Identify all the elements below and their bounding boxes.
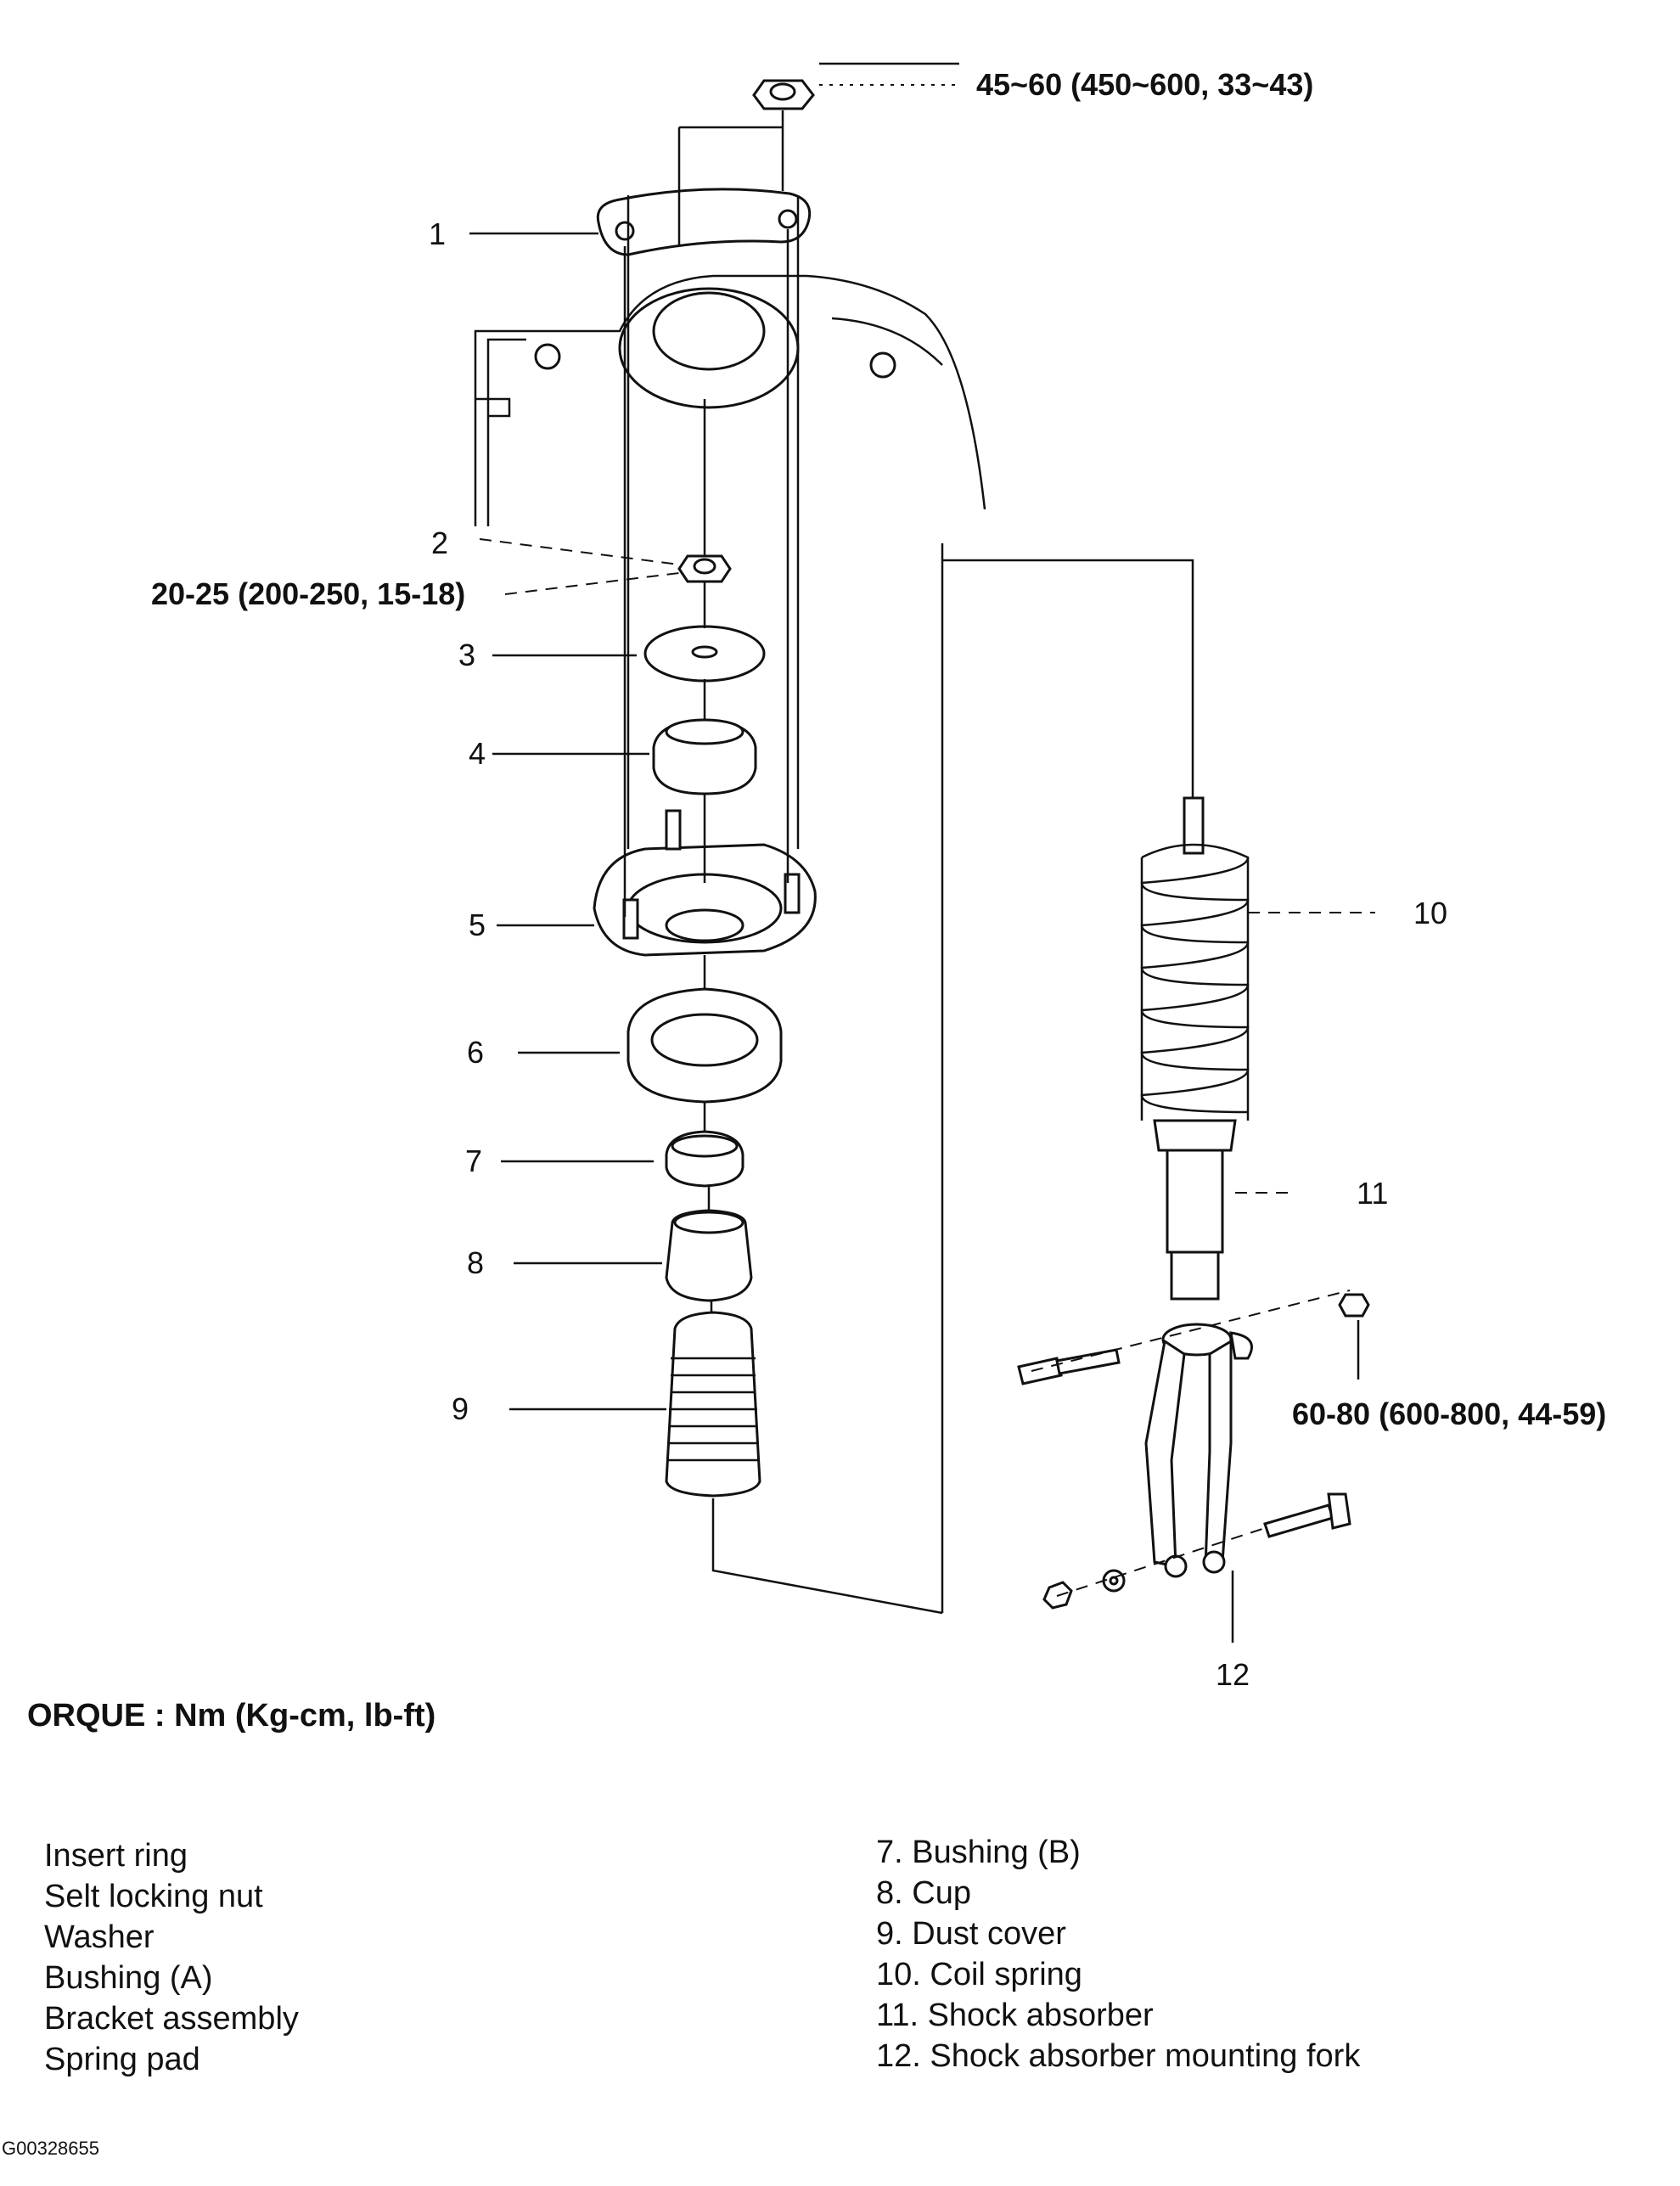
strut-tower-body <box>474 274 986 526</box>
callout-1: 1 <box>429 216 446 251</box>
leader-lines <box>469 62 1375 1643</box>
assembly-guide-lines <box>623 110 1351 1615</box>
callout-11: 11 <box>1357 1176 1388 1211</box>
legend-item: 10. Coil spring <box>876 1957 1082 1992</box>
callout-6: 6 <box>467 1035 484 1070</box>
legend-item: Insert ring <box>44 1838 188 1874</box>
callout-8: 8 <box>467 1245 484 1280</box>
bushing-a <box>652 718 757 795</box>
fork-nut-upper <box>1338 1293 1370 1318</box>
washer <box>643 625 766 683</box>
top-nut <box>752 79 815 110</box>
callout-12: 12 <box>1216 1657 1250 1692</box>
legend-item: 7. Bushing (B) <box>876 1835 1081 1870</box>
self-locking-nut <box>677 554 732 583</box>
callout-2: 2 <box>431 525 448 560</box>
callout-9: 9 <box>452 1391 469 1426</box>
shock-absorber <box>1153 1119 1237 1301</box>
legend-item: 8. Cup <box>876 1875 971 1911</box>
insert-ring <box>596 188 812 256</box>
spring-pad <box>626 987 783 1104</box>
bushing-b <box>665 1130 744 1188</box>
legend-item: 12. Shock absorber mounting fork <box>876 2038 1361 2074</box>
legend-item: Spring pad <box>44 2042 200 2077</box>
callout-5: 5 <box>469 908 486 942</box>
bracket-assembly <box>593 809 817 957</box>
legend-item: Washer <box>44 1919 155 1955</box>
torque-spec-self-locking-nut: 20-25 (200-250, 15-18) <box>151 576 465 611</box>
parts-legend-left: Insert ring Selt locking nut Washer Bush… <box>44 1835 299 2080</box>
fork-bolt-upper <box>1017 1348 1121 1385</box>
torque-unit-note: ORQUE : Nm (Kg-cm, lb-ft) <box>27 1698 436 1734</box>
figure-id: G00328655 <box>2 2138 99 2159</box>
coil-spring <box>1140 796 1250 1121</box>
fork-washer <box>1102 1569 1126 1593</box>
callout-7: 7 <box>465 1144 482 1178</box>
torque-spec-fork-bolt: 60-80 (600-800, 44-59) <box>1292 1396 1606 1431</box>
shock-absorber-mounting-fork <box>1144 1323 1253 1578</box>
torque-spec-top-nut: 45~60 (450~600, 33~43) <box>976 67 1313 102</box>
callout-10: 10 <box>1413 896 1447 930</box>
legend-item: Selt locking nut <box>44 1879 263 1914</box>
dust-cover <box>665 1311 761 1498</box>
fork-bolt-lower <box>1263 1492 1351 1538</box>
callout-3: 3 <box>458 638 475 672</box>
callout-4: 4 <box>469 736 486 771</box>
cup <box>665 1209 753 1302</box>
legend-item: 11. Shock absorber <box>876 1998 1154 2033</box>
legend-item: 9. Dust cover <box>876 1916 1066 1952</box>
legend-item: Bushing (A) <box>44 1960 213 1996</box>
parts-legend-right: 7. Bushing (B) 8. Cup 9. Dust cover 10. … <box>876 1832 1360 2076</box>
legend-item: Bracket assembly <box>44 2001 299 2037</box>
